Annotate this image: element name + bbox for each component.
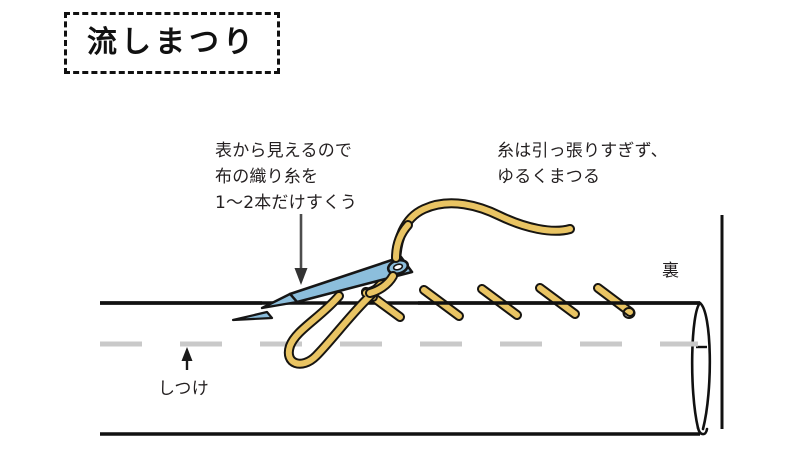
label-basting: しつけ bbox=[158, 379, 210, 399]
fabric-fold-inner-curve bbox=[690, 301, 702, 430]
needle-tip-upper bbox=[260, 292, 299, 310]
thread-through-eye bbox=[365, 220, 413, 298]
needle bbox=[231, 255, 414, 322]
thread-end-loop bbox=[622, 307, 636, 319]
basting-arrow-up bbox=[181, 347, 193, 370]
title-box: 流しまつり bbox=[64, 12, 280, 74]
annotation-right-text: 糸は引っ張りすぎず、 ゆるくまつる bbox=[497, 141, 668, 187]
label-back-side: 裏 bbox=[662, 261, 680, 281]
needle-eye-hole bbox=[392, 263, 404, 271]
needle-tip-lower bbox=[231, 310, 274, 322]
annotation-left-text: 表から見えるので 布の織り糸を 1〜2本だけすくう bbox=[215, 141, 358, 213]
page-title: 流しまつり bbox=[87, 25, 257, 60]
fabric-fold-bottom-cap bbox=[696, 426, 709, 436]
callout-arrow-down bbox=[294, 214, 308, 285]
fabric-fold-outer-curve bbox=[698, 301, 712, 431]
